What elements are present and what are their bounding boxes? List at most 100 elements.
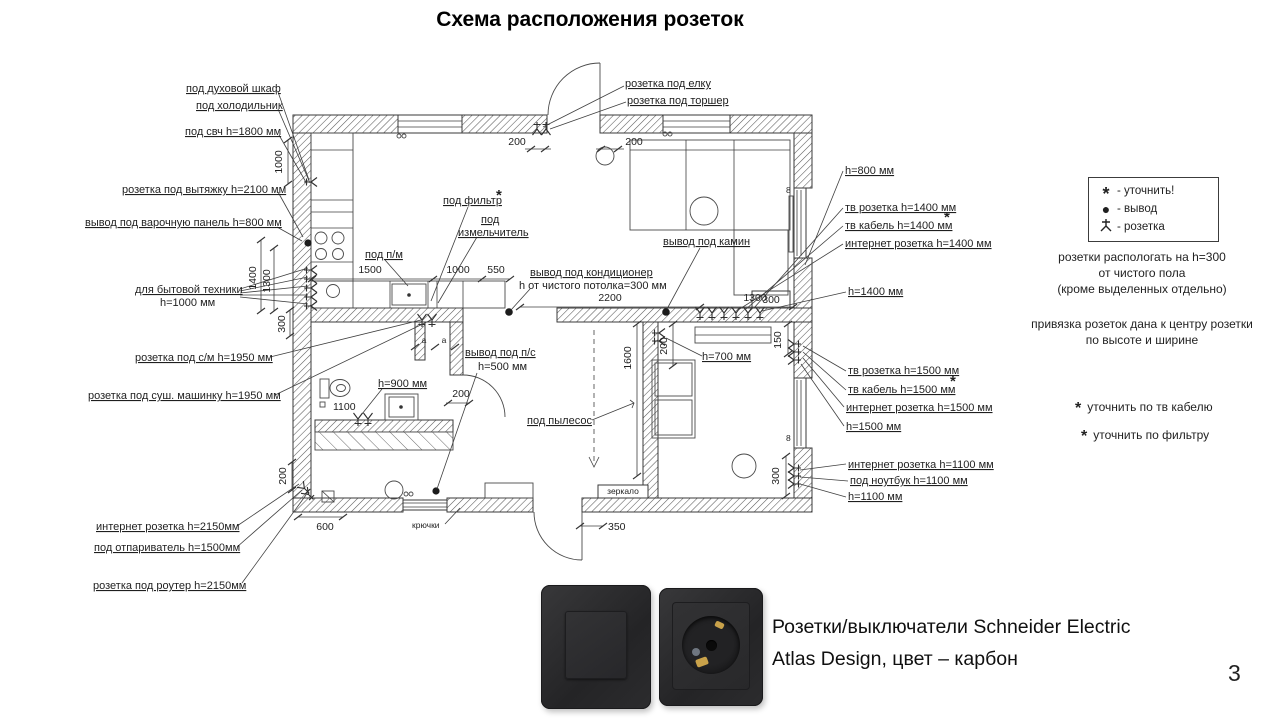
note-socket-height: розетки распологать на h=300 от чистого … — [1057, 250, 1227, 296]
socket-photo — [659, 588, 763, 706]
label-tvcable1400: тв кабель h=1400 мм — [845, 220, 952, 232]
svg-text:*: * — [950, 373, 956, 390]
svg-text:300: 300 — [770, 467, 782, 485]
label-fireplace: вывод под камин — [663, 236, 750, 248]
floor-plan: 300 8 8 — [85, 62, 994, 592]
socket-contact-bottom — [694, 656, 710, 668]
leader-lines — [236, 85, 849, 584]
svg-text:h=1000 мм: h=1000 мм — [160, 297, 215, 309]
footnote-filter: *уточнить по фильтру — [1081, 428, 1210, 445]
label-tv1400: тв розетка h=1400 мм — [845, 202, 956, 214]
svg-text:350: 350 — [608, 521, 626, 533]
socket-symbol-icon — [1095, 218, 1117, 237]
label-towel: вывод под п/с — [465, 347, 536, 359]
products-caption: Розетки/выключатели Schneider Electric A… — [772, 616, 1131, 670]
outlet-dot-towel — [432, 487, 440, 495]
svg-text:550: 550 — [487, 264, 505, 276]
svg-text:a: a — [442, 335, 447, 345]
outlet-dot-ac — [505, 308, 513, 316]
label-dryer: розетка под суш. машинку h=1950 мм — [88, 390, 281, 402]
svg-text:600: 600 — [316, 521, 334, 533]
label-inet1500: интернет розетка h=1500 мм — [846, 402, 993, 414]
svg-text:*: * — [496, 187, 502, 204]
svg-text:200: 200 — [452, 388, 470, 400]
svg-text:200: 200 — [508, 136, 526, 148]
svg-text:h=500 мм: h=500 мм — [478, 361, 527, 373]
label-tvcable1500: тв кабель h=1500 мм — [848, 384, 955, 396]
page-title: Схема расположения розеток — [436, 8, 744, 31]
bedroom-furniture — [651, 326, 772, 479]
label-inet1100: интернет розетка h=1100 мм — [848, 459, 994, 471]
svg-text:*: * — [944, 209, 950, 226]
svg-text:200: 200 — [658, 337, 670, 355]
socket-plate — [672, 602, 750, 690]
hall-furniture: зеркало — [321, 480, 649, 503]
legend-item-socket: - розетка — [1095, 218, 1212, 236]
legend-box: * - уточнить! ● - вывод - розетка — [1088, 177, 1219, 242]
label-hooks: крючки — [412, 520, 440, 530]
svg-text:h от чистого потолка=300 мм: h от чистого потолка=300 мм — [519, 280, 667, 292]
footnote-tv-cable: *уточнить по тв кабелю — [1075, 400, 1213, 417]
svg-text:200: 200 — [277, 467, 289, 485]
asterisk-icon: * — [1102, 184, 1110, 204]
note-socket-reference: привязка розеток дана к центру розетки п… — [1031, 317, 1253, 347]
outlet-dot-hob — [304, 239, 312, 247]
label-router: розетка под роутер h=2150мм — [93, 580, 246, 592]
doors — [402, 62, 601, 561]
svg-text:1000: 1000 — [446, 264, 470, 276]
label-microwave: под свч h=1800 мм — [185, 126, 281, 138]
label-appliances: для бытовой техники — [135, 284, 243, 296]
label-inet1400: интернет розетка h=1400 мм — [845, 238, 992, 250]
label-hob: вывод под варочную панель h=800 мм — [85, 217, 282, 229]
svg-text:2200: 2200 — [598, 292, 622, 304]
label-washer: розетка под с/м h=1950 мм — [135, 352, 273, 364]
dim-8a: 8 — [786, 185, 791, 195]
label-inet-hall: интернет розетка h=2150мм — [96, 521, 239, 533]
label-hood: розетка под вытяжку h=2100 мм — [122, 184, 286, 196]
label-tree: розетка под елку — [625, 78, 711, 90]
legend-item-asterisk: * - уточнить! — [1095, 182, 1212, 204]
socket-contact-top — [714, 620, 725, 630]
label-vacuum: под пылесос — [527, 415, 592, 427]
dim-8b: 8 — [786, 433, 791, 443]
label-tv1500: тв розетка h=1500 мм — [848, 365, 959, 377]
livingroom-furniture — [595, 139, 791, 296]
socket-recess — [682, 616, 740, 674]
label-h1400: h=1400 мм — [848, 286, 903, 298]
svg-text:200: 200 — [625, 136, 643, 148]
svg-text:1500: 1500 — [358, 264, 382, 276]
legend-item-outlet: ● - вывод — [1095, 200, 1212, 218]
svg-text:1300: 1300 — [261, 269, 273, 293]
label-dishwasher: под п/м — [365, 249, 403, 261]
label-h1500: h=1500 мм — [846, 421, 901, 433]
label-h800: h=800 мм — [845, 165, 894, 177]
bathroom-fixtures — [314, 378, 454, 451]
label-filter: под фильтр — [443, 195, 502, 207]
label-oven: под духовой шкаф — [186, 83, 281, 95]
callout-labels: под духовой шкаф под холодильник под свч… — [85, 78, 994, 592]
svg-text:150: 150 — [772, 331, 784, 349]
outlet-dot-fireplace — [662, 308, 670, 316]
svg-text:1400: 1400 — [247, 266, 259, 290]
label-h1100: h=1100 мм — [848, 491, 902, 503]
socket-symbols — [296, 121, 802, 504]
svg-text:a: a — [422, 335, 427, 345]
svg-text:1000: 1000 — [273, 150, 285, 174]
dim-niche-300: 300 — [762, 294, 780, 306]
label-h700: h=700 мм — [702, 351, 751, 363]
windows — [396, 114, 731, 139]
label-h900: h=900 мм — [378, 378, 427, 390]
label-ac: вывод под кондиционер — [530, 267, 653, 279]
label-steamer: под отпариватель h=1500мм — [94, 542, 240, 554]
mirror-label: зеркало — [607, 486, 639, 496]
svg-text:1300: 1300 — [743, 292, 767, 304]
svg-text:1600: 1600 — [622, 346, 634, 370]
svg-text:1100: 1100 — [333, 401, 356, 413]
vacuum-path — [588, 330, 600, 468]
label-laptop: под ноутбук h=1100 мм — [850, 475, 968, 487]
socket-pinhole — [706, 640, 717, 651]
switch-photo — [541, 585, 651, 709]
svg-text:измельчитель: измельчитель — [458, 227, 529, 239]
switch-rocker — [565, 611, 627, 679]
kitchen-furniture — [310, 132, 506, 309]
